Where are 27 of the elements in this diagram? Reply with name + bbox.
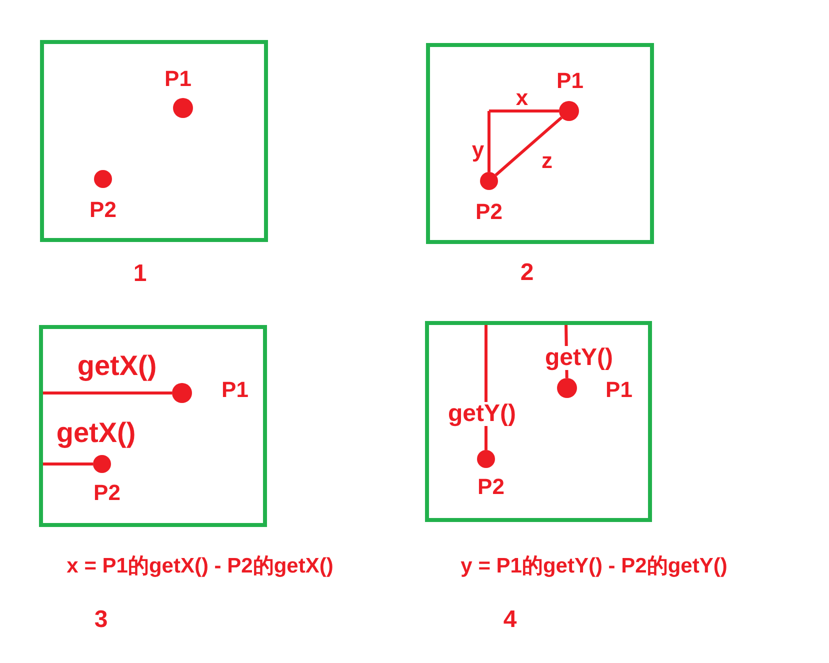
- frame-box: [425, 321, 652, 522]
- connector-line: [488, 111, 490, 172]
- frame-box: [40, 40, 268, 242]
- panel-number: 3: [94, 608, 108, 632]
- connector-line: [42, 392, 172, 394]
- formula-text: y = P1的getY() - P2的getY(): [460, 556, 728, 576]
- point-label: P1: [556, 70, 584, 92]
- edge-label: getX(): [55, 419, 137, 447]
- point-label: P2: [90, 199, 116, 221]
- connector-line: [42, 462, 93, 466]
- frame-box: [426, 43, 654, 244]
- point-label: P1: [222, 379, 248, 401]
- frame-box: [39, 325, 267, 527]
- panel-number: 1: [133, 262, 147, 286]
- point-label: P1: [164, 68, 192, 90]
- edge-label: getX(): [76, 352, 158, 380]
- connector-line: [489, 110, 559, 112]
- edge-label: getY(): [544, 346, 614, 370]
- point-label: P2: [478, 476, 504, 498]
- point-label: P2: [94, 482, 120, 504]
- edge-label: getY(): [447, 402, 517, 426]
- point-label: P1: [606, 379, 632, 401]
- panel-number: 2: [520, 261, 534, 285]
- connector-line: [494, 116, 562, 176]
- panel-number: 4: [503, 608, 517, 632]
- point-label: P2: [476, 201, 502, 223]
- formula-text: x = P1的getX() - P2的getX(): [66, 556, 334, 576]
